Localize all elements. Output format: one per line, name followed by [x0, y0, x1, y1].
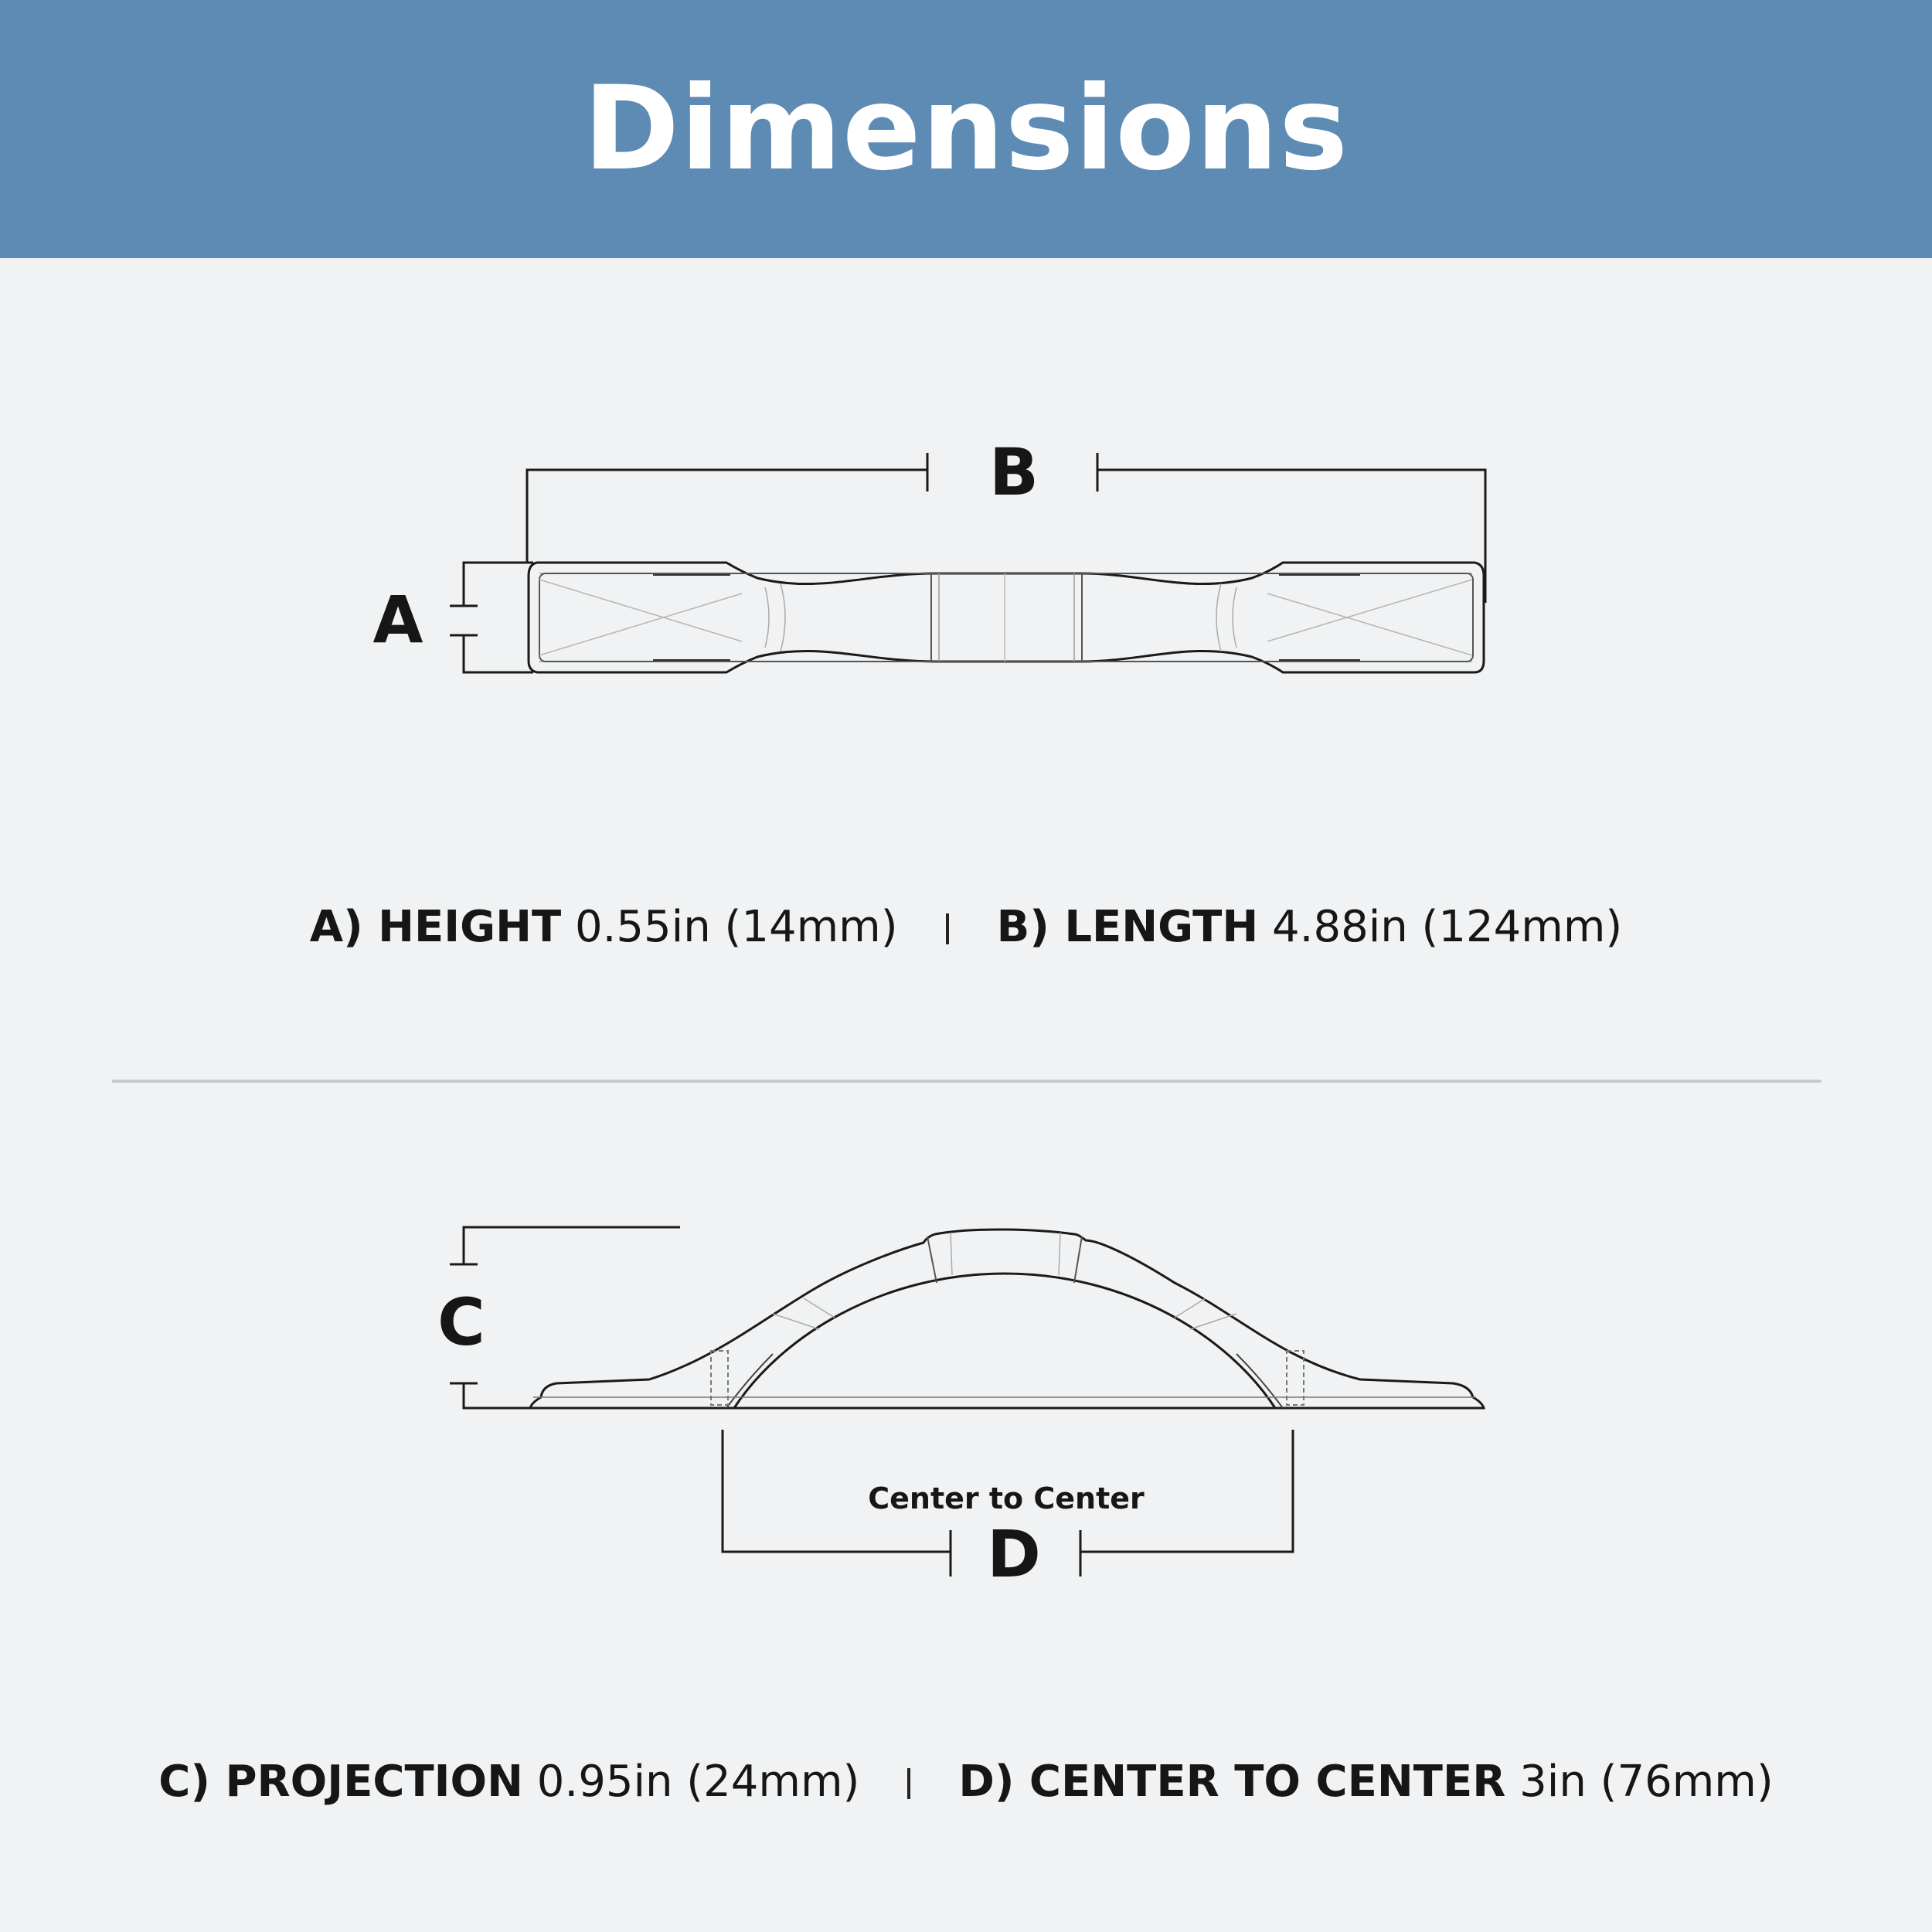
label-b: B [989, 434, 1039, 510]
spec-separator [945, 913, 949, 944]
dimension-c-line [450, 1226, 680, 1410]
spec-row-projection-center: C) PROJECTION 0.95in (24mm) D) CENTER TO … [0, 1760, 1932, 1804]
handle-top-view [527, 561, 1485, 674]
label-c: C [437, 1284, 485, 1360]
spec-a-key: A) HEIGHT [309, 902, 562, 952]
spec-b-value: 4.88in (124mm) [1272, 902, 1623, 952]
handle-side-view [529, 1228, 1485, 1410]
top-view: B A [372, 434, 1487, 674]
spec-c-value: 0.95in (24mm) [536, 1757, 860, 1807]
header-banner: Dimensions [0, 0, 1932, 258]
spec-c-key: C) PROJECTION [158, 1757, 523, 1807]
spec-b-key: B) LENGTH [996, 902, 1259, 952]
spec-d-value: 3in (76mm) [1519, 1757, 1774, 1807]
spec-row-height-length: A) HEIGHT 0.55in (14mm)B) LENGTH 4.88in … [0, 906, 1932, 949]
dimension-a-line [450, 561, 533, 674]
spec-separator [907, 1768, 911, 1799]
section-divider [112, 1080, 1821, 1083]
side-view: C D Center to Center [437, 1226, 1485, 1592]
spec-d-key: D) CENTER TO CENTER [958, 1757, 1506, 1807]
dimension-d-line [721, 1430, 1294, 1577]
center-to-center-caption: Center to Center [868, 1481, 1145, 1515]
dimension-b-line [526, 453, 1487, 603]
label-a: A [372, 582, 423, 658]
label-d: D [987, 1516, 1041, 1592]
page-title: Dimensions [583, 62, 1349, 196]
spec-a-value: 0.55in (14mm) [574, 902, 898, 952]
